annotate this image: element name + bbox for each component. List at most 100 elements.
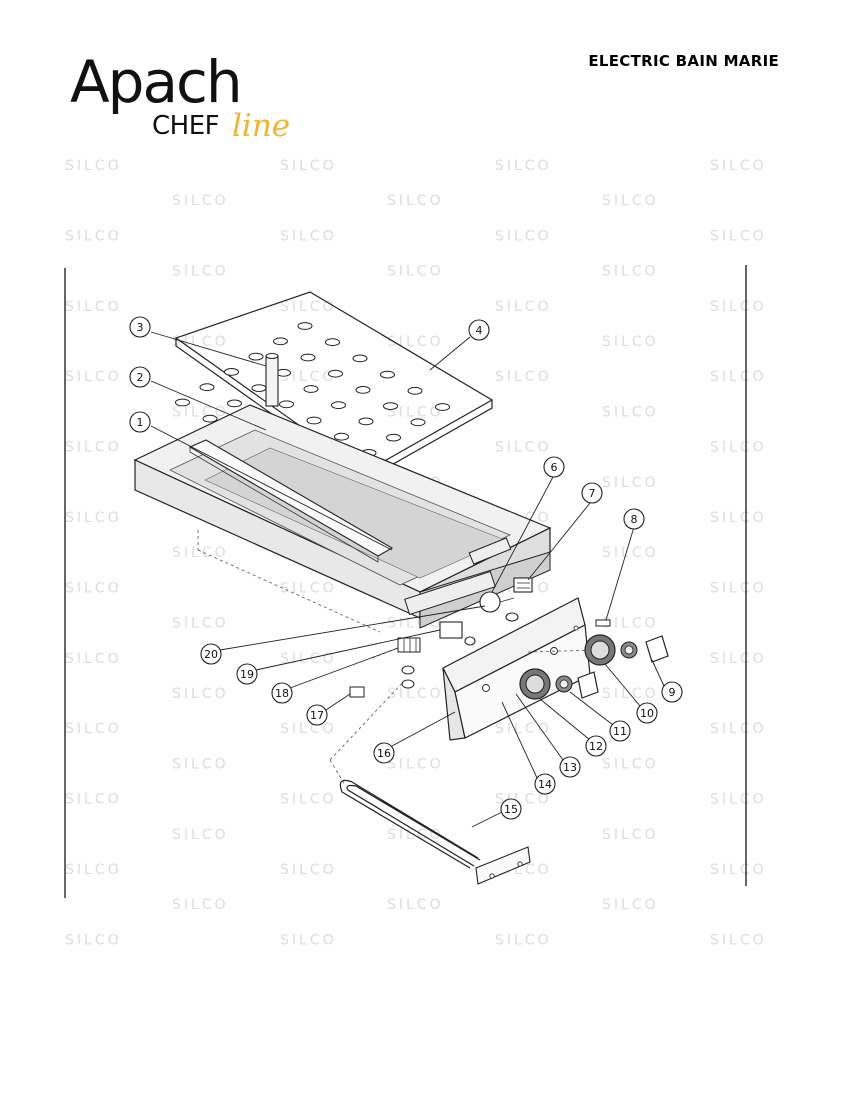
callout-7: 7 <box>581 482 603 504</box>
watermark-text: SILCO <box>387 686 444 702</box>
callout-number: 2 <box>137 371 144 384</box>
watermark-text: SILCO <box>710 158 767 174</box>
callout-6: 6 <box>543 456 565 478</box>
part-7-terminal <box>513 577 533 593</box>
callout-circle <box>129 316 151 338</box>
lid-hole <box>352 354 368 363</box>
callout-circle <box>581 482 603 504</box>
callout-17: 17 <box>306 704 328 726</box>
callout-circle <box>559 756 581 778</box>
watermark-text: SILCO <box>710 580 767 596</box>
watermark-text: SILCO <box>710 651 767 667</box>
watermark-text: SILCO <box>387 334 444 350</box>
watermark-text: SILCO <box>280 792 337 808</box>
callout-12: 12 <box>585 735 607 757</box>
callout-circle <box>500 798 522 820</box>
watermark-text: SILCO <box>602 756 659 772</box>
callout-number: 7 <box>589 487 596 500</box>
callout-9: 9 <box>661 681 683 703</box>
watermark-text: SILCO <box>65 440 122 456</box>
callout-11: 11 <box>609 720 631 742</box>
part-8-screw <box>595 619 611 627</box>
logo-line-script-text: line <box>232 108 290 144</box>
watermark-text: SILCO <box>495 932 552 948</box>
apach-chefline-logo: Apach CHEF line <box>70 48 290 144</box>
lid-hole <box>435 403 450 411</box>
lid-hole <box>224 368 239 376</box>
watermark-text: SILCO <box>65 651 122 667</box>
watermark-text: SILCO <box>602 404 659 420</box>
callout-15: 15 <box>500 798 522 820</box>
watermark-text: SILCO <box>280 158 337 174</box>
watermark-text: SILCO <box>172 897 229 913</box>
watermark-text: SILCO <box>280 299 337 315</box>
watermark-text: SILCO <box>387 756 444 772</box>
callout-18: 18 <box>271 682 293 704</box>
watermark-text: SILCO <box>710 440 767 456</box>
watermark-text: SILCO <box>495 721 552 737</box>
callout-14: 14 <box>534 773 556 795</box>
lid-hole <box>202 414 218 423</box>
callout-number: 18 <box>275 687 289 700</box>
watermark-text: SILCO <box>602 475 659 491</box>
watermark-text: SILCO <box>495 440 552 456</box>
callout-circle <box>129 411 151 433</box>
lid-hole <box>386 433 401 442</box>
callout-number: 14 <box>538 778 552 791</box>
watermark-text: SILCO <box>65 792 122 808</box>
callout-number: 13 <box>563 761 577 774</box>
watermark-text: SILCO <box>172 616 229 632</box>
callout-number: 9 <box>669 686 676 699</box>
lid-hole <box>300 353 316 362</box>
watermark-text: SILCO <box>602 827 659 843</box>
callout-number: 19 <box>240 668 254 681</box>
watermark-text: SILCO <box>387 827 444 843</box>
callout-2: 2 <box>129 366 151 388</box>
part-16-control-panel <box>442 597 599 741</box>
part-6-thermostat <box>479 591 519 622</box>
watermark-text: SILCO <box>602 545 659 561</box>
watermark-text: SILCO <box>65 299 122 315</box>
watermark-text: SILCO <box>172 827 229 843</box>
watermark-text: SILCO <box>65 580 122 596</box>
lid-hole <box>383 402 398 411</box>
watermark-text: SILCO <box>710 792 767 808</box>
lid-hole <box>199 383 215 392</box>
watermark-text: SILCO <box>280 721 337 737</box>
callout-circle <box>373 742 395 764</box>
callout-circle <box>661 681 683 703</box>
callout-8: 8 <box>623 508 645 530</box>
lid-hole <box>410 418 426 427</box>
callout-number: 16 <box>377 747 391 760</box>
callout-number: 6 <box>551 461 558 474</box>
part-19-switch <box>439 621 476 646</box>
watermark-text: SILCO <box>602 686 659 702</box>
callout-circle <box>200 643 222 665</box>
watermark-text: SILCO <box>65 932 122 948</box>
callout-16: 16 <box>373 742 395 764</box>
lid-hole <box>273 337 288 346</box>
callout-number: 1 <box>137 416 144 429</box>
callout-1: 1 <box>129 411 151 433</box>
part-17-clip <box>349 686 365 698</box>
document-title: ELECTRIC BAIN MARIE <box>588 52 779 70</box>
watermark-text: SILCO <box>710 721 767 737</box>
lid-hole <box>325 338 340 347</box>
watermark-layer: SILCO SILCO SILCO SILCO SILCO SILCO SILCO SILCO… <box>65 158 767 948</box>
watermark-text: SILCO <box>387 193 444 209</box>
watermark-text: SILCO <box>280 580 337 596</box>
lid-hole <box>227 399 242 408</box>
lid-hole <box>175 398 190 407</box>
callout-number: 12 <box>589 740 603 753</box>
lid-hole <box>303 385 319 393</box>
lid-hole <box>248 352 264 361</box>
callout-circle <box>623 508 645 530</box>
part-nut-stack <box>401 665 415 689</box>
watermark-text: SILCO <box>495 369 552 385</box>
callout-circle <box>585 735 607 757</box>
watermark-text: SILCO <box>172 334 229 350</box>
lid-hole <box>331 401 346 410</box>
watermark-text: SILCO <box>710 862 767 878</box>
callout-19: 19 <box>236 663 258 685</box>
